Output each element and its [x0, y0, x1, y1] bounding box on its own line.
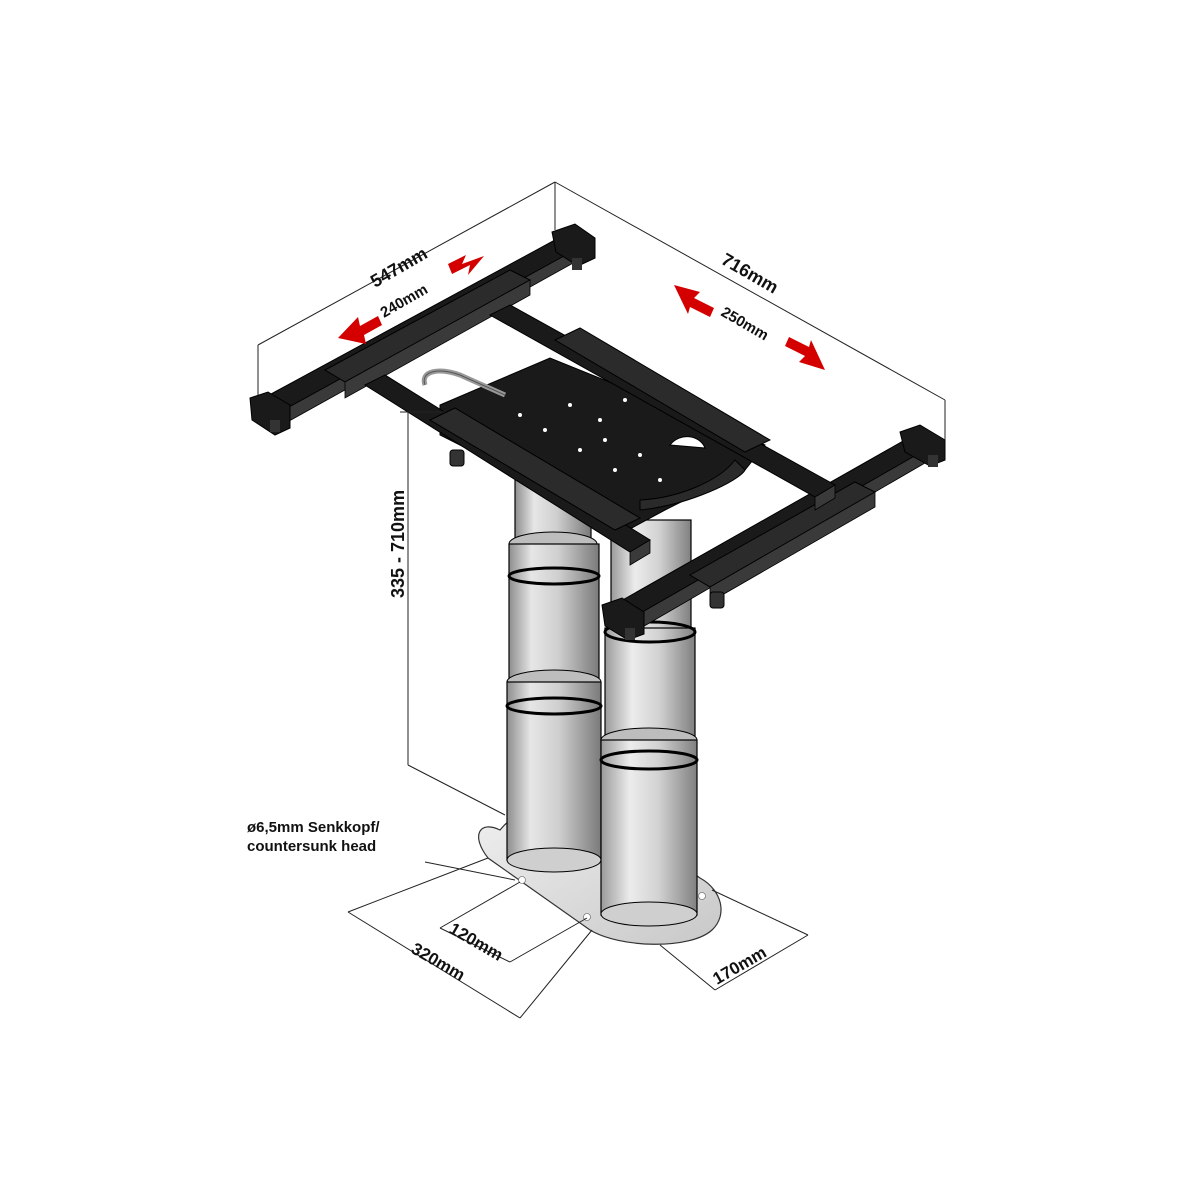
countersunk-annotation: ø6,5mm Senkkopf/ countersunk head: [247, 819, 380, 855]
travel-arrows: [338, 255, 825, 370]
arrow-left-icon: [674, 285, 714, 317]
top-frame: [249, 223, 946, 641]
end-cap: [601, 597, 645, 641]
base-length-label: 320mm: [408, 939, 468, 985]
annotation-line-2: countersunk head: [247, 838, 376, 855]
mounting-hole: [518, 876, 526, 884]
end-cap: [249, 391, 291, 436]
plate-holes: [518, 398, 662, 482]
annotation-line-1: ø6,5mm Senkkopf/: [247, 819, 380, 836]
height-range-label: 335 - 710mm: [388, 490, 408, 598]
mounting-hole: [698, 892, 706, 900]
arrow-right-icon: [785, 337, 825, 370]
arrow-right-icon: [448, 255, 484, 275]
base-inner-label: 120mm: [446, 919, 506, 965]
base-width-label: 170mm: [710, 943, 770, 989]
column-right: [599, 519, 699, 927]
dimension-lines: [257, 181, 946, 1019]
end-cap: [551, 223, 596, 270]
end-cap: [899, 424, 946, 467]
length-travel-label: 250mm: [718, 304, 771, 345]
column-left: [505, 477, 603, 873]
length-overall-label: 716mm: [718, 249, 782, 297]
arrow-left-icon: [338, 316, 382, 344]
